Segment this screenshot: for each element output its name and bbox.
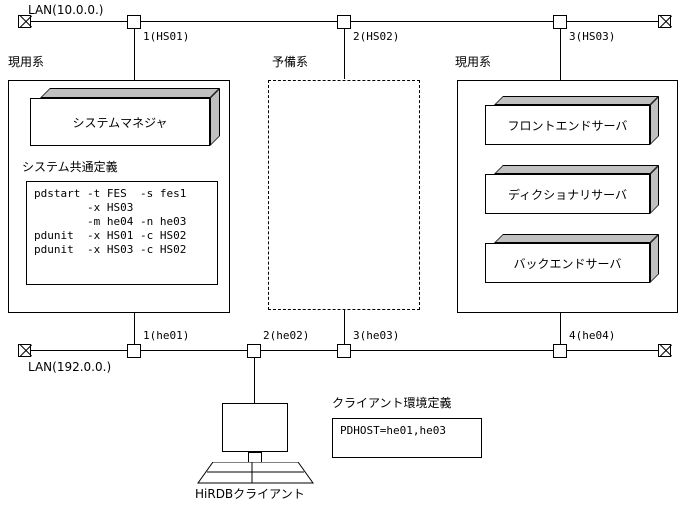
system-definition-panel: pdstart -t FES -s fes1 -x HS03 -m he04 -…	[26, 181, 218, 285]
right-system-caption: 現用系	[455, 55, 492, 69]
top-lan-node-1[interactable]	[127, 15, 141, 29]
dictionary-server-slab-top	[494, 165, 659, 174]
bottom-lan-node-1[interactable]	[127, 344, 141, 358]
bottom-lan-label: LAN(192.0.0.)	[28, 360, 112, 374]
system-manager-label: システムマネジャ	[30, 98, 210, 146]
client-env-title: クライアント環境定義	[332, 396, 452, 410]
bottom-lan-node-4-label: 4(he04)	[569, 329, 616, 342]
client-monitor-screen-icon	[222, 403, 288, 452]
standby-system-enclosure	[268, 80, 420, 310]
right-system-to-bottom-lan-drop	[560, 313, 561, 351]
client-env-code: PDHOST=he01,he03	[340, 424, 446, 437]
dictionary-server-slab: ディクショナリサーバ	[485, 165, 659, 214]
top-lan-node-3[interactable]	[553, 15, 567, 29]
system-manager-slab-side	[210, 88, 220, 146]
top-lan-node-2-drop	[344, 29, 345, 79]
bottom-lan-node-2-client-drop	[254, 358, 255, 403]
top-lan-node-1-drop	[134, 29, 135, 81]
back-end-server-slab-top	[494, 234, 659, 243]
top-lan-bus	[31, 21, 671, 22]
top-lan-label: LAN(10.0.0.)	[28, 3, 104, 17]
middle-system-caption: 予備系	[272, 55, 309, 69]
top-lan-node-2-label: 2(HS02)	[353, 30, 400, 43]
front-end-server-slab: フロントエンドサーバ	[485, 96, 659, 145]
client-env-panel: PDHOST=he01,he03	[332, 418, 482, 458]
client-keyboard-icon	[197, 462, 314, 484]
back-end-server-label: バックエンドサーバ	[485, 243, 650, 283]
top-lan-right-terminator-icon	[658, 15, 671, 28]
top-lan-node-1-label: 1(HS01)	[143, 30, 190, 43]
bottom-lan-node-4[interactable]	[553, 344, 567, 358]
standby-system-to-bottom-lan-drop	[344, 310, 345, 351]
top-lan-left-terminator-icon	[18, 15, 31, 28]
bottom-lan-bus	[31, 350, 671, 351]
bottom-lan-node-3-label: 3(he03)	[353, 329, 400, 342]
front-end-server-label: フロントエンドサーバ	[485, 105, 650, 145]
left-system-to-bottom-lan-drop	[134, 313, 135, 351]
dictionary-server-label: ディクショナリサーバ	[485, 174, 650, 214]
bottom-lan-node-2[interactable]	[247, 344, 261, 358]
bottom-lan-node-3[interactable]	[337, 344, 351, 358]
front-end-server-slab-top	[494, 96, 659, 105]
left-system-caption: 現用系	[8, 55, 45, 69]
bottom-lan-left-terminator-icon	[18, 344, 31, 357]
bottom-lan-node-1-label: 1(he01)	[143, 329, 190, 342]
top-lan-node-3-label: 3(HS03)	[569, 30, 616, 43]
client-caption: HiRDBクライアント	[195, 487, 305, 501]
system-definition-title: システム共通定義	[22, 160, 118, 174]
system-definition-code: pdstart -t FES -s fes1 -x HS03 -m he04 -…	[34, 187, 187, 256]
system-manager-slab: システムマネジャ	[30, 88, 220, 146]
bottom-lan-node-2-label: 2(he02)	[263, 329, 310, 342]
system-manager-slab-top	[40, 88, 220, 98]
back-end-server-slab: バックエンドサーバ	[485, 234, 659, 283]
bottom-lan-right-terminator-icon	[658, 344, 671, 357]
top-lan-node-2[interactable]	[337, 15, 351, 29]
top-lan-node-3-drop	[560, 29, 561, 81]
